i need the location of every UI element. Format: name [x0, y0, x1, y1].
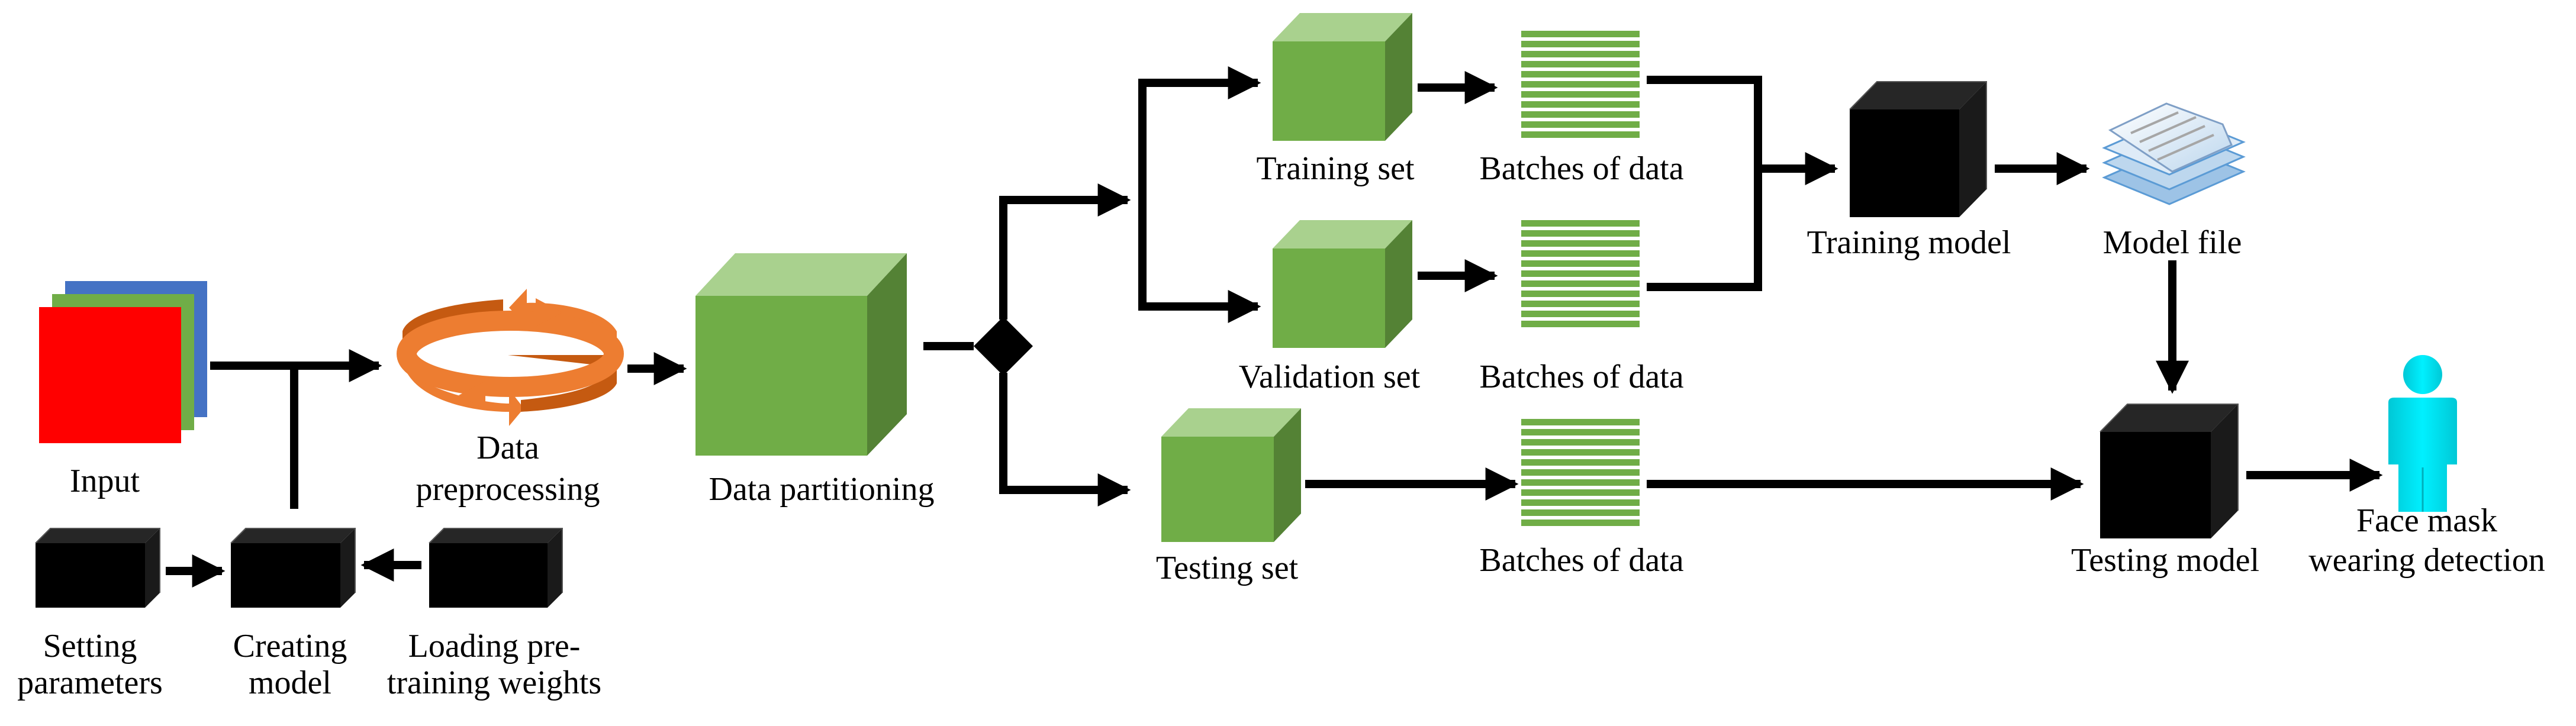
- partitioning-label: Data partitioning: [709, 471, 934, 508]
- batch-stripe: [1521, 311, 1640, 317]
- batch-stripe: [1521, 51, 1640, 57]
- batch-stripe: [1521, 220, 1640, 227]
- creating-label-line2: model: [249, 664, 331, 701]
- setting-parameters-cube: [35, 528, 160, 608]
- batch-stripe: [1521, 101, 1640, 108]
- batch-stripe: [1521, 121, 1640, 128]
- preprocessing-label-line2: preprocessing: [416, 471, 600, 508]
- setting-label-line2: parameters: [17, 664, 163, 701]
- testing-set-label: Testing set: [1156, 550, 1299, 586]
- input-label: Input: [70, 463, 140, 499]
- batch-stripe: [1521, 449, 1640, 456]
- set-to-batches-arrows: [1305, 71, 1519, 501]
- model-file-label: Model file: [2103, 224, 2242, 261]
- loading-label-line1: Loading pre-: [408, 628, 581, 664]
- training-model-cube: [1849, 81, 1987, 217]
- batch-stripe: [1521, 301, 1640, 307]
- batch-stripe: [1521, 91, 1640, 98]
- validation-set-cube: [1273, 220, 1412, 348]
- refresh-cycle-icon: [397, 289, 624, 426]
- batch-stripe: [1521, 230, 1640, 237]
- batch-stripe: [1521, 509, 1640, 516]
- creating-model-cube: [230, 528, 356, 608]
- batch-stripe: [1521, 240, 1640, 247]
- batch-stripe: [1521, 31, 1640, 37]
- batch-stripe: [1521, 479, 1640, 486]
- batches-to-training-model-arrows: [1647, 76, 1838, 291]
- training-set-label: Training set: [1256, 150, 1415, 187]
- training-model-label: Training model: [1807, 224, 2011, 261]
- batch-stripe: [1521, 419, 1640, 425]
- batch-stripe: [1521, 270, 1640, 277]
- stacked-document-icon: [2102, 102, 2246, 205]
- batch-stripe: [1521, 429, 1640, 435]
- detection-label-line1: Face mask: [2356, 502, 2497, 539]
- batches-train-stripes: [1521, 31, 1640, 138]
- batches-test-label: Batches of data: [1479, 542, 1683, 579]
- batch-stripe: [1521, 499, 1640, 506]
- batch-stripe: [1521, 489, 1640, 496]
- batch-stripe: [1521, 71, 1640, 78]
- stacked-image-layers-icon: [39, 281, 207, 443]
- decision-branch-arrows: [999, 66, 1261, 506]
- batch-stripe: [1521, 250, 1640, 257]
- batch-stripe: [1521, 459, 1640, 466]
- batch-stripe: [1521, 260, 1640, 267]
- batch-stripe: [1521, 520, 1640, 526]
- batches-test-stripes: [1521, 419, 1640, 526]
- batch-stripe: [1521, 321, 1640, 327]
- batch-stripe: [1521, 131, 1640, 138]
- batches-train-label: Batches of data: [1479, 150, 1683, 187]
- setting-label-line1: Setting: [43, 628, 137, 664]
- detection-label-line2: wearing detection: [2308, 542, 2545, 579]
- batch-stripe: [1521, 439, 1640, 446]
- batch-stripe: [1521, 469, 1640, 476]
- batch-stripe: [1521, 81, 1640, 88]
- training-set-cube: [1273, 13, 1412, 141]
- batches-validation-stripes: [1521, 220, 1640, 327]
- batch-stripe: [1521, 280, 1640, 287]
- diamond-split-icon: [974, 317, 1033, 376]
- batches-validation-label: Batches of data: [1479, 359, 1683, 395]
- validation-set-label: Validation set: [1239, 359, 1421, 395]
- batch-stripe: [1521, 61, 1640, 67]
- preprocessing-label-line1: Data: [476, 430, 539, 466]
- person-icon: [2388, 355, 2457, 512]
- batch-stripe: [1521, 291, 1640, 297]
- loading-weights-cube: [429, 528, 563, 608]
- testing-model-cube: [2100, 404, 2239, 538]
- testing-model-label: Testing model: [2071, 542, 2259, 579]
- batch-stripe: [1521, 41, 1640, 47]
- batch-stripe: [1521, 111, 1640, 118]
- data-partitioning-cube: [695, 253, 907, 456]
- input-to-preprocessing-arrow: [210, 349, 382, 509]
- creating-label-line1: Creating: [233, 628, 347, 664]
- loading-label-line2: training weights: [387, 664, 601, 701]
- testing-set-cube: [1161, 408, 1301, 542]
